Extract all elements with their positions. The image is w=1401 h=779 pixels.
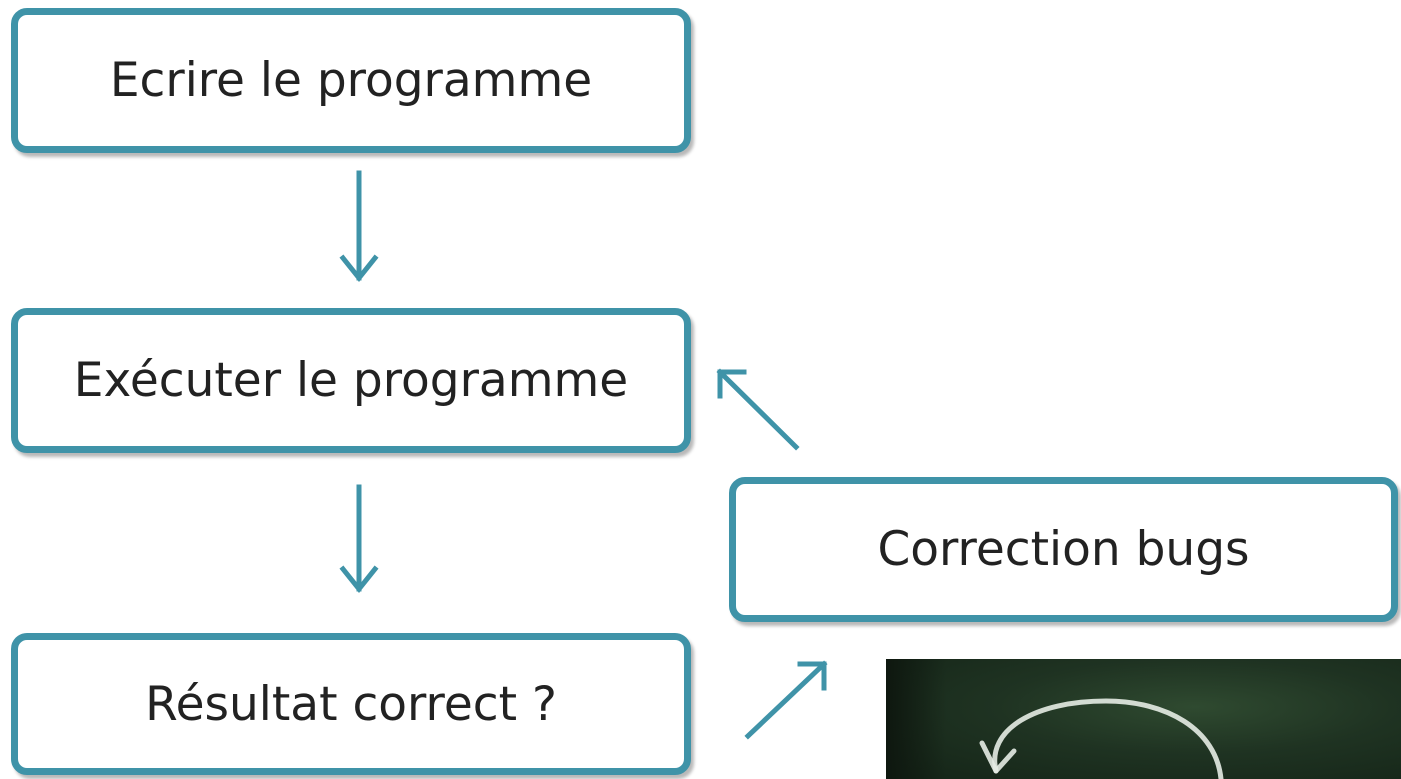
step-ecrire-programme: Ecrire le programme: [11, 8, 691, 153]
step-executer-programme: Exécuter le programme: [11, 308, 691, 453]
arrow-down-executer-to-resultat: [339, 484, 379, 594]
step-correction-bugs: Correction bugs: [729, 477, 1398, 622]
step-executer-label: Exécuter le programme: [73, 353, 629, 408]
step-resultat-label: Résultat correct ?: [145, 676, 557, 732]
arrow-down-ecrire-to-executer: [339, 170, 379, 283]
step-ecrire-label: Ecrire le programme: [109, 53, 593, 108]
chalkboard-curved-arrow-icon: [979, 698, 1224, 779]
arrow-resultat-to-correction: [744, 660, 828, 740]
step-correction-label: Correction bugs: [877, 522, 1250, 577]
step-resultat-correct: Résultat correct ?: [11, 633, 691, 775]
arrow-correction-to-executer: [716, 368, 800, 451]
chalkboard-image: [886, 659, 1401, 779]
